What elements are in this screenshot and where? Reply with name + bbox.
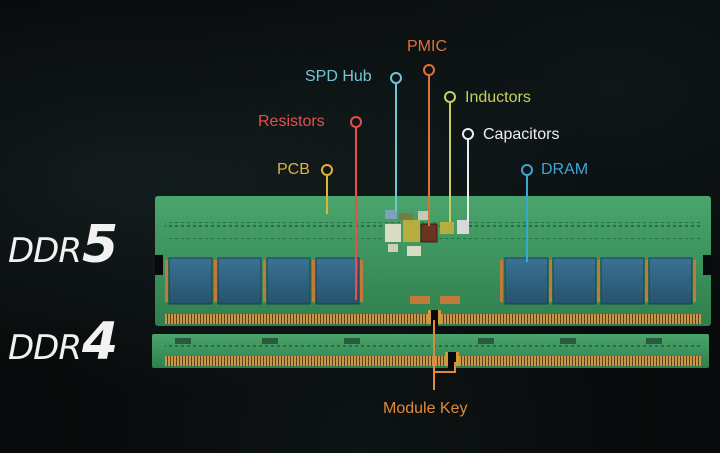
small-component	[418, 211, 428, 220]
resistor-pack	[410, 296, 430, 304]
inductors-marker	[444, 91, 456, 103]
ddr4-module-key-notch	[448, 352, 456, 368]
ddr4-component	[478, 338, 494, 344]
dram-chip	[600, 257, 645, 305]
ddr4-trace-band	[165, 345, 700, 349]
resistors-callout: Resistors	[258, 113, 325, 130]
capacitors-marker	[462, 128, 474, 140]
pmic-chip	[420, 223, 438, 243]
resistor-strip	[360, 260, 363, 302]
dram-callout: DRAM	[541, 161, 589, 178]
dram-chip	[648, 257, 693, 305]
resistor-strip	[645, 260, 648, 302]
ddr4-contacts-left	[165, 356, 448, 366]
spd-hub-chip	[385, 210, 397, 219]
ddr5-label: DDR5	[8, 219, 118, 271]
ddr5-power-components	[385, 210, 469, 304]
resistor-strip	[214, 260, 217, 302]
ddr4-module	[152, 334, 709, 368]
module-key-bracket	[433, 320, 456, 373]
ddr4-label: DDR4	[8, 316, 118, 368]
ddr5-key-edge	[438, 310, 441, 324]
dram-chip	[315, 257, 360, 305]
ddr5-module	[155, 196, 711, 326]
dram-chip	[168, 257, 213, 305]
dram-chip	[266, 257, 311, 305]
ddr4-key-edge	[456, 352, 459, 366]
resistor-strip	[500, 260, 503, 302]
dram-chip	[504, 257, 549, 305]
resistor-strip	[263, 260, 266, 302]
dram-marker	[521, 164, 533, 176]
inductors-callout: Inductors	[465, 89, 531, 106]
resistors-marker	[350, 116, 362, 128]
spd-hub-callout: SPD Hub	[305, 68, 372, 85]
ddr5-contacts-right	[438, 314, 701, 324]
inductor	[403, 220, 420, 242]
capacitor	[388, 244, 398, 252]
ddr4-label-number: 4	[82, 312, 118, 372]
ddr5-notch-left	[155, 255, 163, 275]
resistor-strip	[312, 260, 315, 302]
resistor-strip	[693, 260, 696, 302]
ddr4-component	[175, 338, 191, 344]
resistor-pack	[440, 296, 460, 304]
ddr5-dram-left	[165, 257, 363, 305]
ddr4-label-prefix: DDR	[8, 328, 82, 368]
module-key-callout: Module Key	[383, 400, 468, 417]
resistor-strip	[165, 260, 168, 302]
dram-chip	[552, 257, 597, 305]
ddr5-contacts-left	[165, 314, 431, 324]
pmic-marker	[423, 64, 435, 76]
pmic-callout: PMIC	[407, 38, 447, 55]
capacitors-callout: Capacitors	[483, 126, 560, 143]
capacitor	[457, 220, 469, 234]
pcb-callout: PCB	[277, 161, 310, 178]
dram-chip	[217, 257, 262, 305]
ddr4-key-edge	[445, 352, 448, 366]
inductor	[385, 224, 401, 242]
ddr4-contacts-right	[456, 356, 701, 366]
ddr5-module-key-notch	[431, 310, 438, 326]
ddr4-component	[560, 338, 576, 344]
resistor-strip	[549, 260, 552, 302]
capacitor	[407, 246, 421, 256]
ddr5-label-prefix: DDR	[8, 231, 82, 271]
spd-hub-marker	[390, 72, 402, 84]
ddr4-component	[646, 338, 662, 344]
ddr5-dram-right	[500, 257, 696, 305]
resistor-strip	[597, 260, 600, 302]
ddr5-notch-right	[703, 255, 711, 275]
ddr4-component	[262, 338, 278, 344]
ddr5-label-number: 5	[82, 215, 118, 275]
inductor	[440, 222, 454, 234]
ddr5-key-edge	[428, 310, 431, 324]
pcb-marker	[321, 164, 333, 176]
ddr4-component	[344, 338, 360, 344]
inductor	[399, 213, 413, 221]
